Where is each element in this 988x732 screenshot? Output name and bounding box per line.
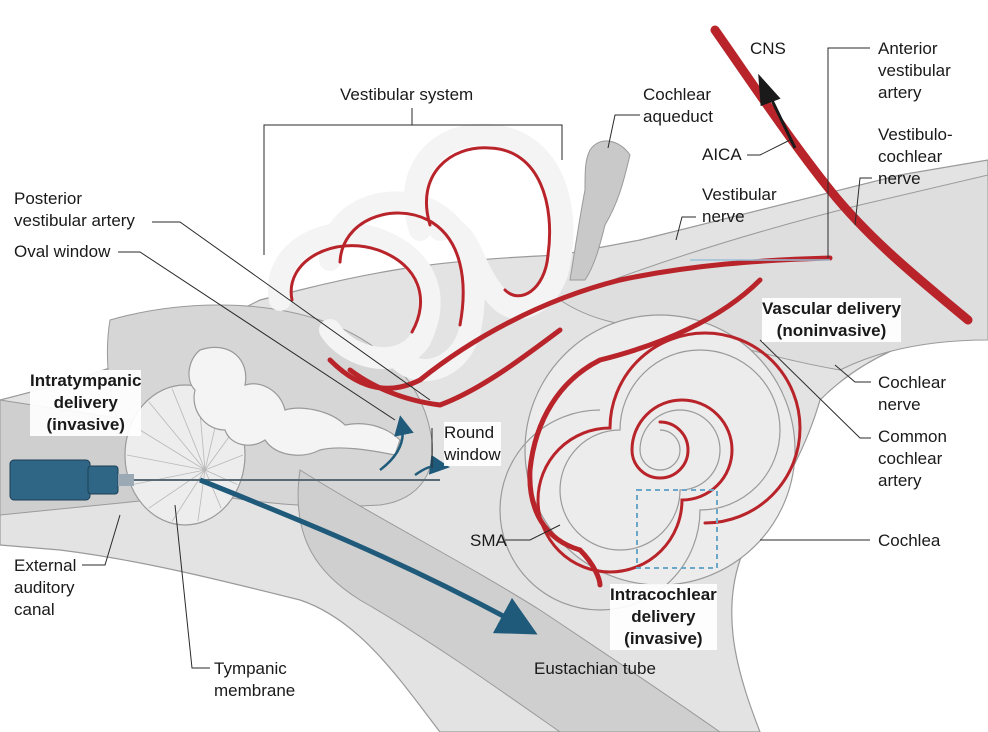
- membrane-fiber: [148, 469, 206, 509]
- membrane-fiber: [148, 401, 206, 471]
- label-round-window: Round window: [444, 422, 501, 466]
- label-vestibular-system: Vestibular system: [340, 85, 474, 104]
- label-sma: SMA: [470, 531, 507, 550]
- membrane-fiber: [204, 469, 222, 509]
- label-eustachian-tube: Eustachian tube: [534, 659, 656, 678]
- semicircular-canals: [267, 123, 574, 381]
- ossicles: [188, 346, 401, 456]
- membrane-fiber: [204, 469, 238, 485]
- label-vascular-delivery: Vascular delivery (noninvasive): [762, 298, 901, 342]
- label-intratympanic-delivery: Intratympanic delivery (invasive): [30, 370, 142, 436]
- aica-artery: [710, 25, 973, 325]
- label-common-cochlear-artery: Common cochlear artery: [878, 427, 947, 490]
- label-external-auditory-canal: External auditory canal: [14, 556, 77, 619]
- posterior-vestibular-artery-vessel: [347, 327, 563, 408]
- leader-lines: [82, 47, 872, 669]
- membrane-fiber: [171, 469, 206, 522]
- membrane-fiber: [126, 454, 206, 471]
- label-aica: AICA: [702, 145, 742, 164]
- label-posterior-vestibular-artery: Posterior vestibular artery: [14, 189, 135, 230]
- sma-vessel: [577, 547, 603, 588]
- label-anterior-vestibular-artery: Anterior vestibular artery: [878, 39, 951, 102]
- membrane-fiber: [204, 454, 244, 471]
- membrane-fiber: [171, 388, 206, 471]
- round-window-arrow: [414, 454, 450, 477]
- oval-window-arrow: [379, 415, 414, 471]
- label-cochlear-aqueduct: Cochlear aqueduct: [643, 85, 713, 126]
- common-cochlear-artery-vessel: [527, 277, 763, 553]
- cochlear-aqueduct-shape: [569, 140, 631, 281]
- syringe-icon: [9, 459, 440, 501]
- intracochlear-target-box: [636, 489, 718, 569]
- label-cochlea: Cochlea: [878, 531, 941, 550]
- flow-arrow-icon: [199, 477, 538, 635]
- label-oval-window: Oval window: [14, 242, 111, 261]
- label-cns: CNS: [750, 39, 786, 58]
- label-intracochlear-delivery: Intracochlear delivery (invasive): [610, 584, 717, 650]
- membrane-fiber: [132, 425, 206, 471]
- label-tympanic-membrane: Tympanic membrane: [214, 659, 296, 700]
- membrane-fiber: [132, 469, 206, 485]
- label-vestibulocochlear-nerve: Vestibulo- cochlear nerve: [878, 125, 953, 188]
- membrane-fiber: [197, 469, 206, 522]
- label-vestibular-nerve: Vestibular nerve: [702, 185, 777, 226]
- cns-arrow-icon: [758, 73, 797, 149]
- label-cochlear-nerve: Cochlear nerve: [878, 373, 947, 414]
